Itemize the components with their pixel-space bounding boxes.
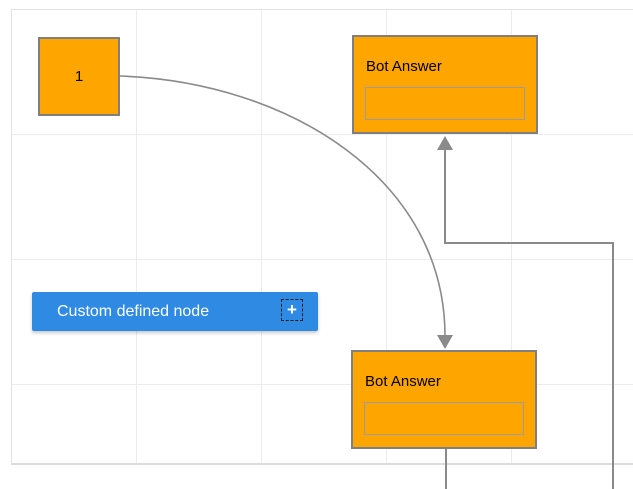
node-bot-answer-bottom[interactable]: Bot Answer bbox=[351, 350, 537, 449]
connector-orthogonal[interactable] bbox=[444, 150, 614, 489]
node-custom-label: Custom defined node bbox=[57, 303, 210, 320]
node-content-placeholder bbox=[365, 87, 525, 120]
node-title: Bot Answer bbox=[365, 373, 441, 390]
connector-curve[interactable] bbox=[119, 75, 446, 337]
node-content-placeholder bbox=[364, 402, 524, 435]
arrowhead-down-icon bbox=[437, 335, 453, 349]
node-custom-defined[interactable]: Custom defined node + bbox=[32, 292, 318, 331]
plus-icon: + bbox=[287, 300, 297, 319]
add-button[interactable]: + bbox=[281, 299, 303, 321]
node-title: Bot Answer bbox=[366, 58, 442, 75]
node-start[interactable]: 1 bbox=[38, 37, 120, 116]
node-start-label: 1 bbox=[74, 68, 84, 85]
node-bot-answer-top[interactable]: Bot Answer bbox=[352, 35, 538, 134]
arrowhead-up-icon bbox=[437, 136, 453, 150]
